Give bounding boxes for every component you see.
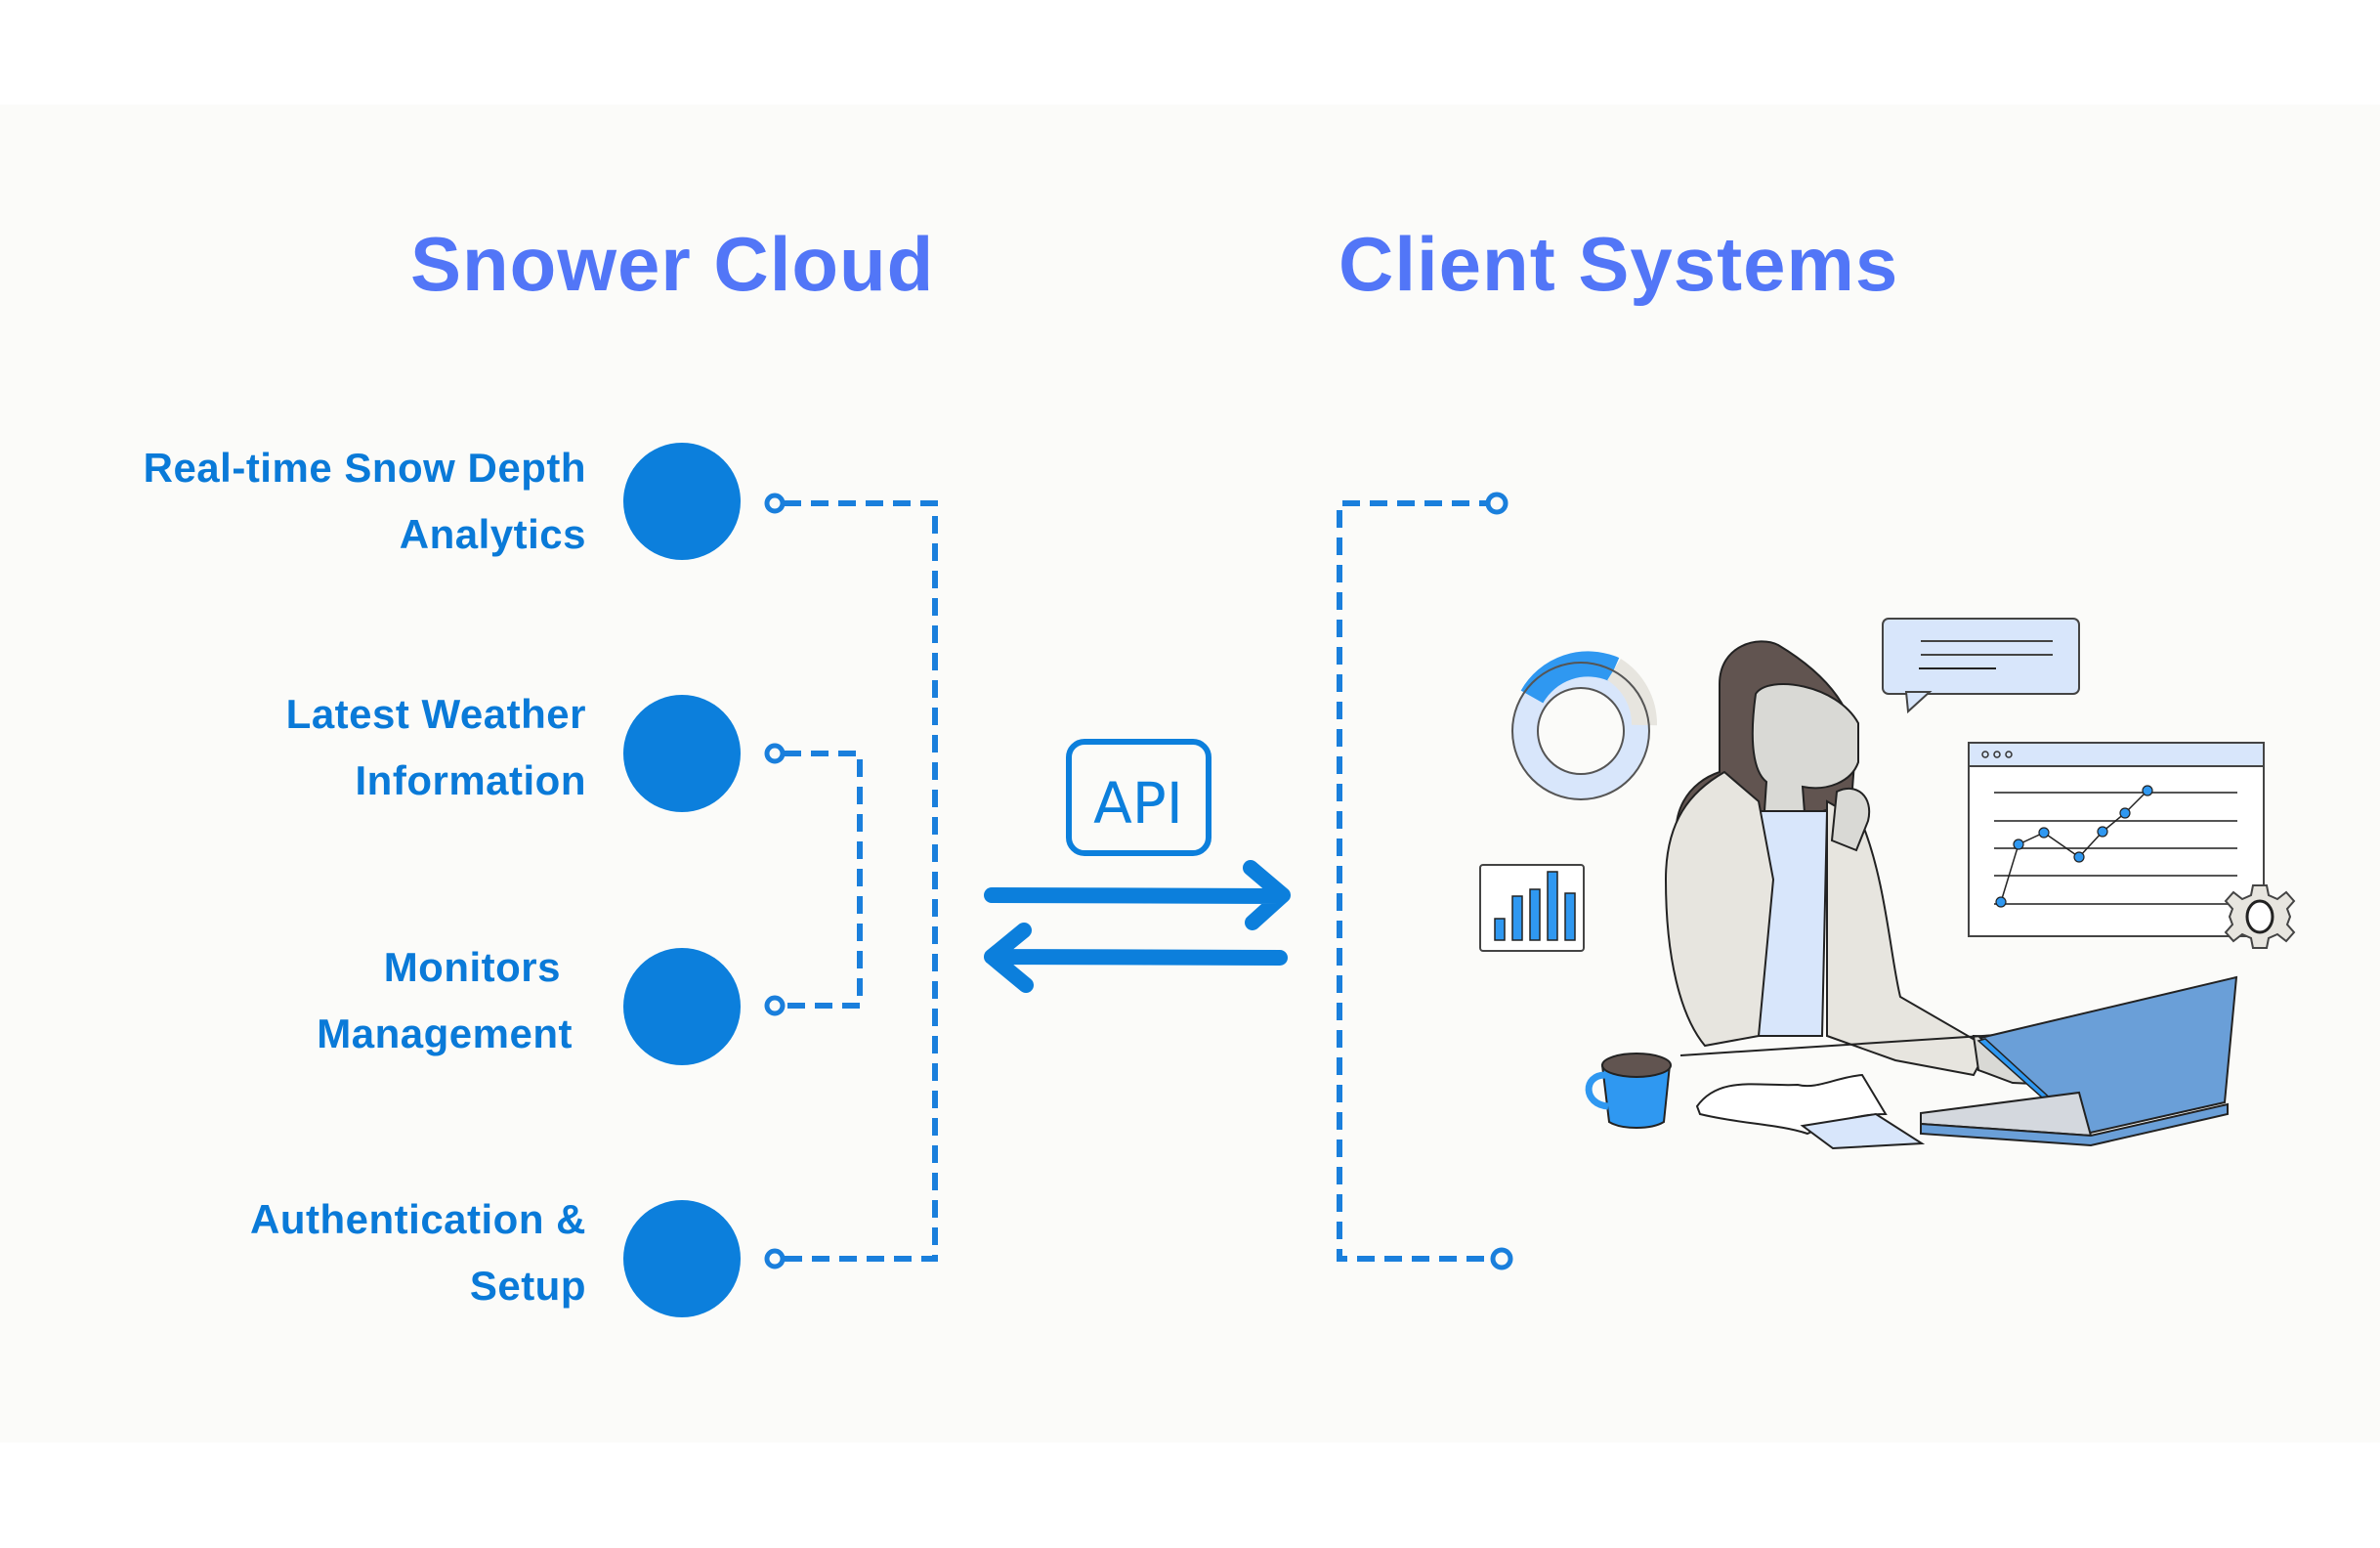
client-systems-title: Client Systems — [1339, 221, 1899, 307]
person-coat — [1664, 770, 1775, 1048]
service-label-line: Setup — [469, 1263, 586, 1309]
service-label-line: Latest Weather — [285, 691, 586, 737]
coffee-mug-icon — [1585, 1053, 1672, 1129]
service-label-line: Real-time Snow Depth — [143, 445, 586, 491]
arrow-left-icon — [984, 923, 1288, 993]
service-label-snow-depth: Real-time Snow Depth Analytics — [144, 435, 586, 568]
service-label-line: Analytics — [399, 511, 586, 557]
connector-left-inner — [784, 751, 863, 1009]
service-label-line: Information — [355, 757, 586, 803]
bar-chart-icon — [1479, 864, 1585, 952]
line-chart-window-icon — [1968, 742, 2265, 937]
api-badge-icon — [1066, 739, 1211, 856]
connector-terminal — [764, 743, 786, 764]
service-label-authentication: Authentication & Setup — [250, 1186, 586, 1319]
illustration-person-at-laptop — [1479, 618, 2296, 1150]
connector-terminal — [1490, 1247, 1513, 1270]
service-label-weather: Latest Weather Information — [286, 681, 586, 814]
connector-terminal — [764, 493, 786, 514]
connector-terminal — [764, 995, 786, 1016]
laptop-icon — [1920, 975, 2238, 1147]
connector-right — [1337, 500, 1497, 1262]
api-label: API — [1093, 770, 1183, 837]
gear-icon — [2224, 884, 2296, 949]
open-notebook-icon — [1695, 1073, 1926, 1150]
arrow-right-icon — [984, 860, 1291, 930]
service-label-monitors: Monitors Management — [317, 934, 573, 1067]
service-node-monitors — [623, 948, 741, 1065]
service-node-authentication — [623, 1200, 741, 1317]
person-face — [1751, 683, 1859, 827]
service-label-line: Monitors — [383, 944, 561, 990]
donut-chart-icon — [1511, 651, 1657, 800]
speech-bubble-icon — [1882, 618, 2080, 714]
person-hand — [1830, 787, 1871, 852]
connector-terminal — [764, 1248, 786, 1269]
service-node-weather — [623, 695, 741, 812]
service-node-snow-depth — [623, 443, 741, 560]
snower-cloud-title: Snower Cloud — [410, 221, 935, 307]
connector-left-outer — [784, 500, 938, 1262]
desk-edge — [1679, 1033, 2014, 1056]
connector-terminal — [1485, 492, 1509, 515]
service-label-line: Authentication & — [250, 1196, 586, 1242]
service-label-line: Management — [317, 1010, 573, 1056]
